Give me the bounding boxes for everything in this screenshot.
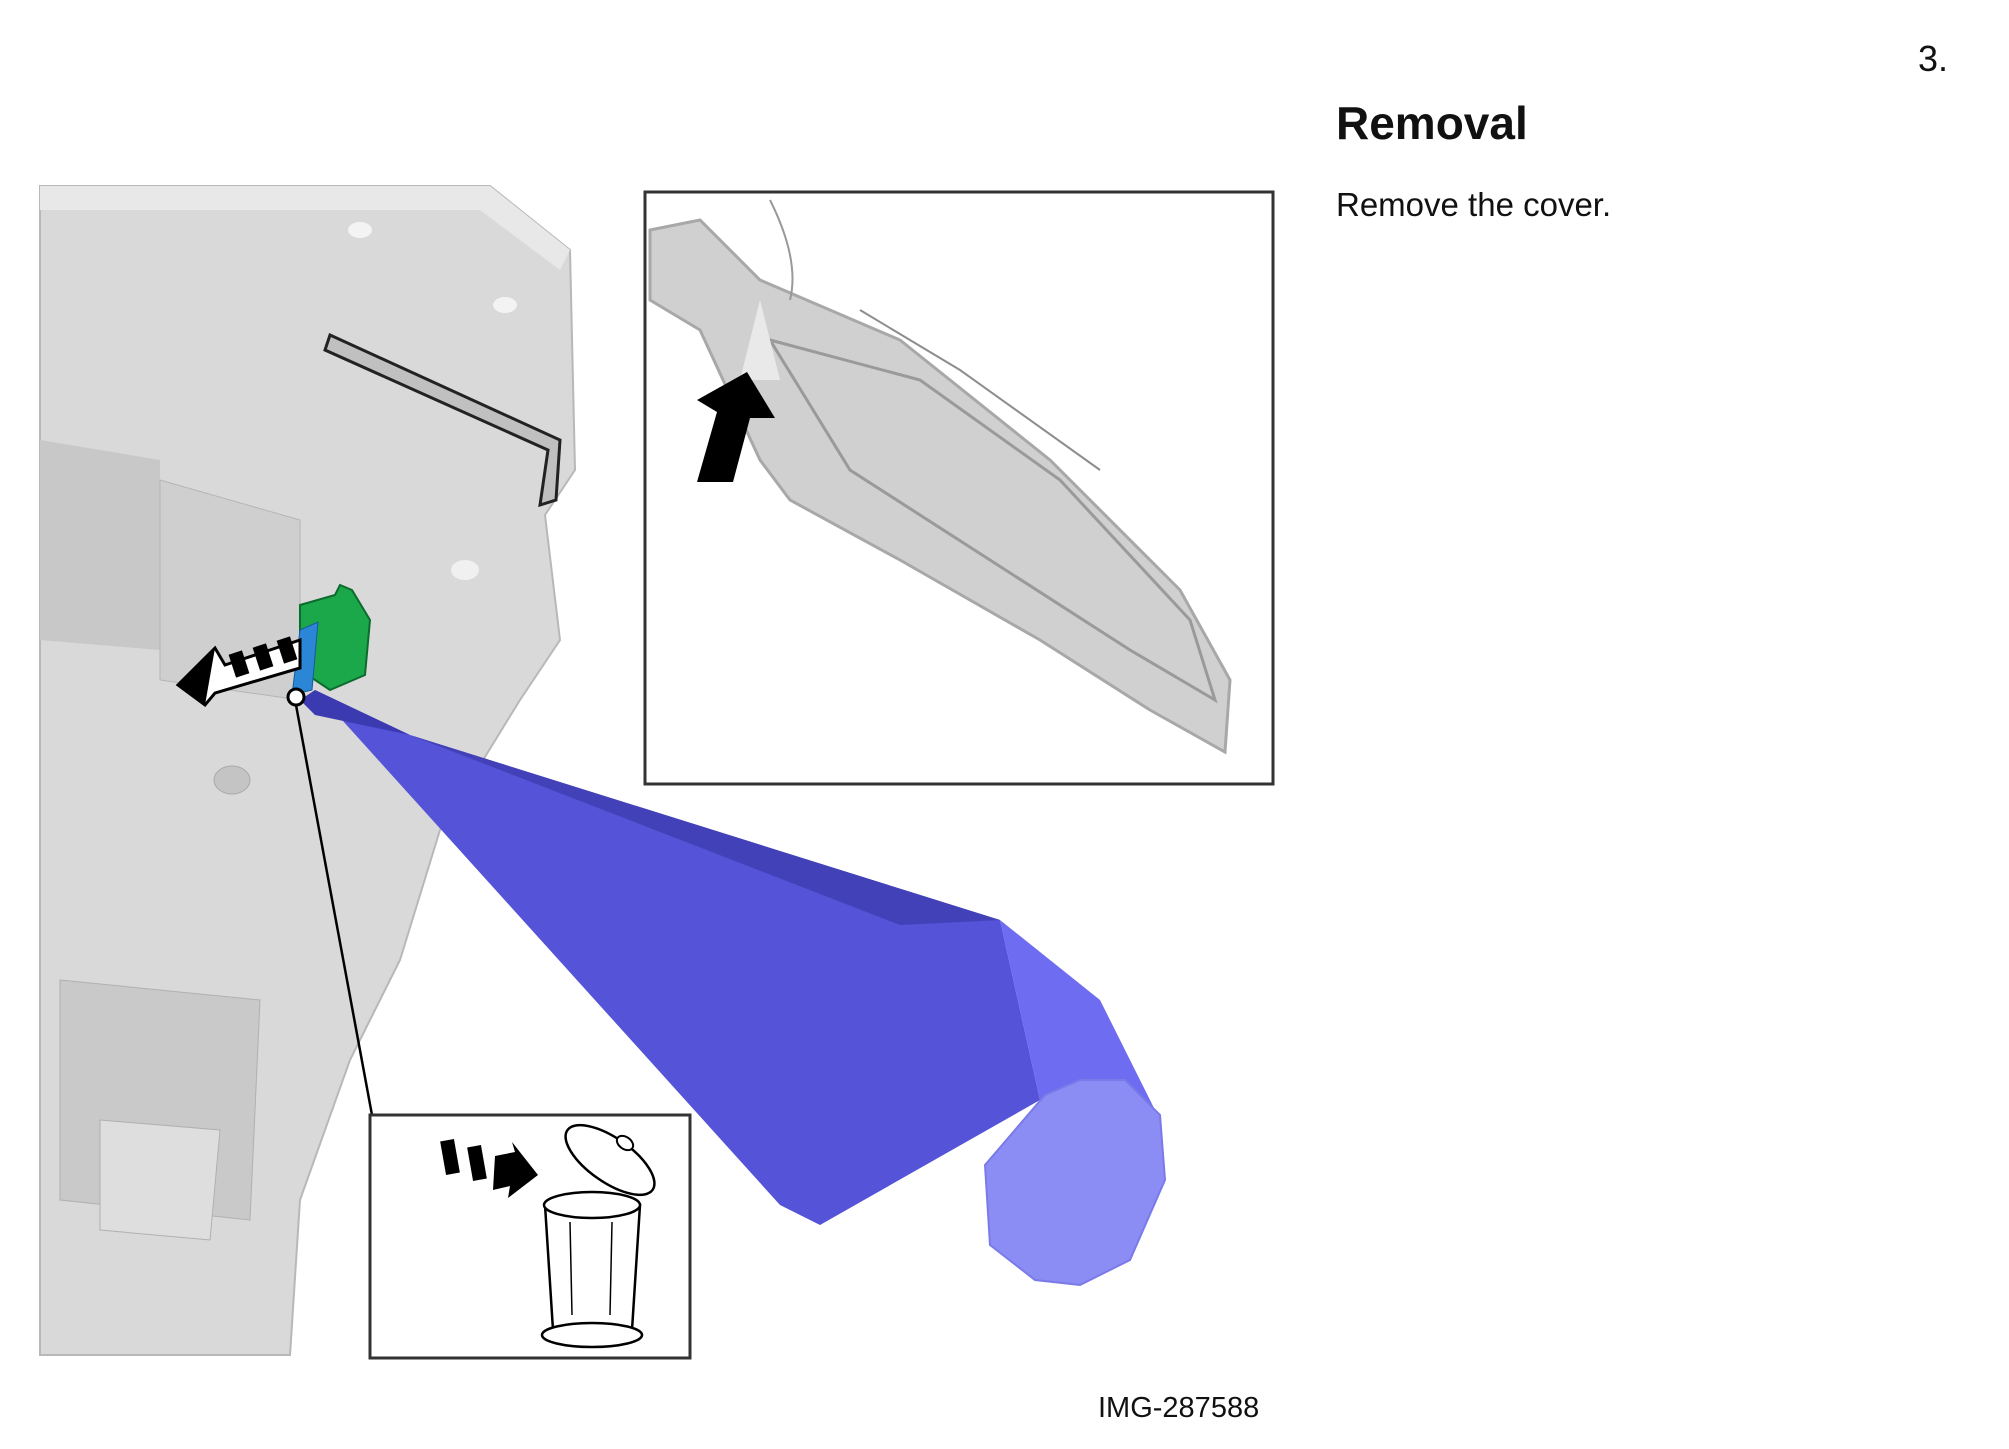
discard-inset (368, 1113, 692, 1360)
instruction-text: Remove the cover. (1336, 186, 1612, 223)
release-arrow-icon (175, 636, 302, 708)
up-arrow-icon (697, 372, 775, 482)
inset-detail-view (643, 190, 1275, 786)
step-number: 3. (1918, 38, 1949, 79)
tool-icon (300, 690, 1167, 1287)
discard-icon (440, 1139, 538, 1198)
removal-illustration (39, 185, 1275, 1360)
image-id: IMG-287588 (1098, 1392, 1260, 1424)
trash-can-icon (540, 1123, 656, 1349)
section-heading: Removal (1336, 97, 1528, 149)
